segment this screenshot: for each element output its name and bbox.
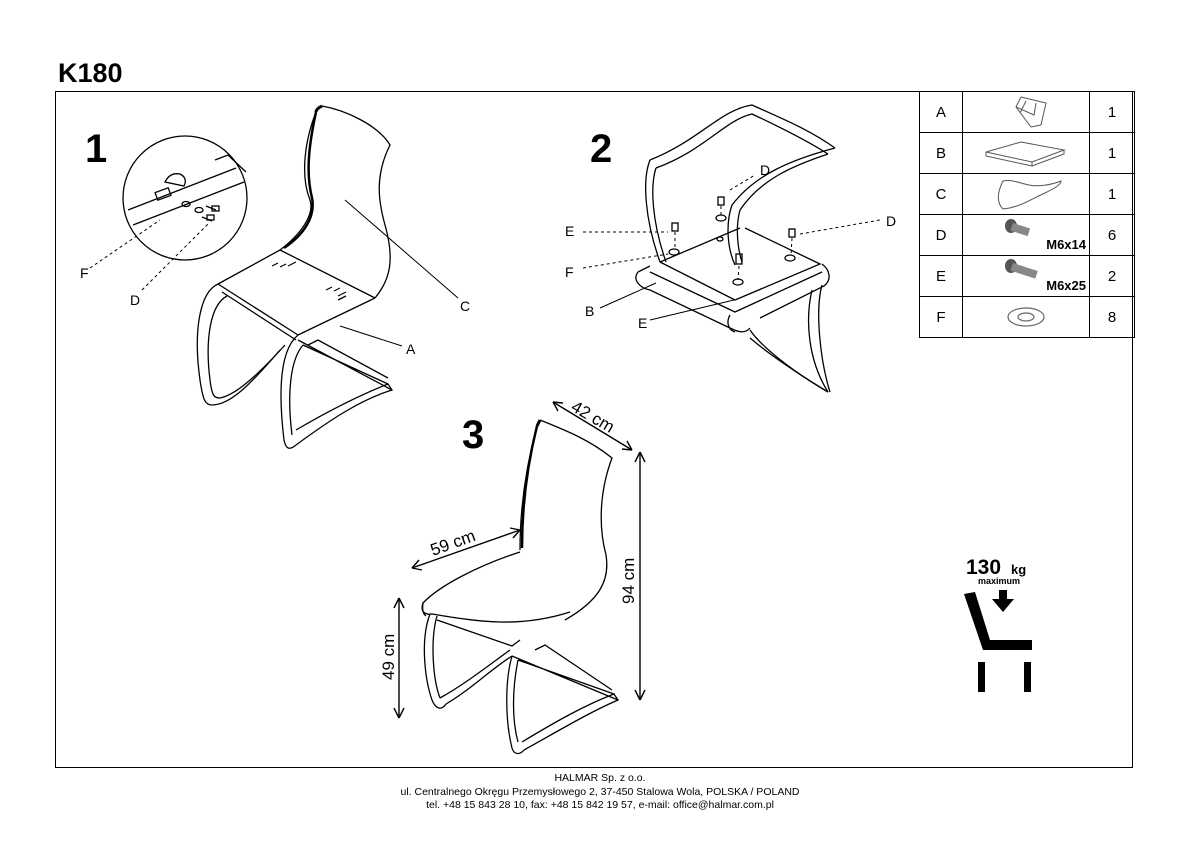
- label-c: C: [460, 298, 470, 314]
- washer-icon: [1007, 307, 1045, 327]
- part-quantity: 1: [1089, 91, 1135, 133]
- part-quantity: 6: [1089, 214, 1135, 256]
- part-letter: C: [919, 173, 963, 215]
- down-arrow-icon: [992, 590, 1014, 612]
- label-e-top: E: [565, 223, 574, 239]
- bolt-icon: [1005, 259, 1038, 279]
- dimension-depth: 59 cm: [428, 526, 478, 560]
- dimension-height: 94 cm: [619, 558, 638, 604]
- parts-row: F 8: [919, 296, 1135, 338]
- parts-row: C 1: [919, 173, 1135, 215]
- chair-step-2: [635, 104, 836, 393]
- chair-load-icon: [964, 592, 1032, 692]
- part-letter: D: [919, 214, 963, 256]
- step-number-3: 3: [462, 413, 484, 457]
- part-quantity: 2: [1089, 255, 1135, 297]
- seat-icon: [985, 141, 1066, 167]
- label-d-top: D: [760, 162, 770, 178]
- parts-row: D M6x14 6: [919, 214, 1135, 256]
- page-title: K180: [58, 58, 123, 88]
- footer: HALMAR Sp. z o.o. ul. Centralnego Okręgu…: [0, 772, 1200, 813]
- label-d-right: D: [886, 213, 896, 229]
- parts-table: A 1 B 1 C 1 D M6: [919, 91, 1135, 338]
- footer-contact: tel. +48 15 843 28 10, fax: +48 15 842 1…: [426, 799, 774, 811]
- bolt-icon: [1005, 219, 1031, 237]
- dimension-width: 42 cm: [568, 397, 618, 437]
- bolt-size: M6x14: [1046, 237, 1086, 252]
- step-2-callouts: [599, 282, 735, 321]
- chair-step-3: [421, 419, 619, 755]
- footer-company: HALMAR Sp. z o.o.: [554, 772, 646, 784]
- parts-row: B 1: [919, 132, 1135, 174]
- instruction-frame: [55, 91, 1133, 768]
- part-letter: F: [919, 296, 963, 338]
- part-picture: M6x14: [962, 214, 1090, 256]
- step-1-leaders: [89, 219, 211, 291]
- detail-zoom-circle: [122, 135, 248, 261]
- frame-icon: [1015, 96, 1047, 128]
- label-f-2: F: [565, 264, 574, 280]
- part-picture: [962, 173, 1090, 215]
- chair-step-1: [196, 104, 394, 449]
- part-picture: M6x25: [962, 255, 1090, 297]
- step-1-callouts: [339, 199, 459, 347]
- part-letter: B: [919, 132, 963, 174]
- dimension-lines: [393, 401, 646, 719]
- part-picture: [962, 91, 1090, 133]
- max-load-unit: kg: [1011, 562, 1026, 577]
- parts-row: E M6x25 2: [919, 255, 1135, 297]
- part-picture: [962, 296, 1090, 338]
- parts-row: A 1: [919, 91, 1135, 133]
- part-letter: A: [919, 91, 963, 133]
- footer-address: ul. Centralnego Okręgu Przemysłowego 2, …: [400, 785, 800, 798]
- label-a: A: [406, 341, 416, 357]
- label-e-bottom: E: [638, 315, 647, 331]
- part-quantity: 1: [1089, 132, 1135, 174]
- label-d: D: [130, 292, 140, 308]
- step-number-2: 2: [590, 127, 612, 171]
- label-f: F: [80, 265, 89, 281]
- part-quantity: 8: [1089, 296, 1135, 338]
- part-picture: [962, 132, 1090, 174]
- label-b: B: [585, 303, 594, 319]
- backrest-icon: [997, 180, 1062, 210]
- part-quantity: 1: [1089, 173, 1135, 215]
- max-load-caption: maximum: [978, 576, 1020, 586]
- step-2-leaders: [582, 174, 881, 281]
- part-letter: E: [919, 255, 963, 297]
- max-load-value: 130: [966, 556, 1001, 579]
- dimension-seat-height: 49 cm: [379, 634, 398, 680]
- step-number-1: 1: [85, 127, 107, 171]
- bolt-size: M6x25: [1046, 278, 1086, 293]
